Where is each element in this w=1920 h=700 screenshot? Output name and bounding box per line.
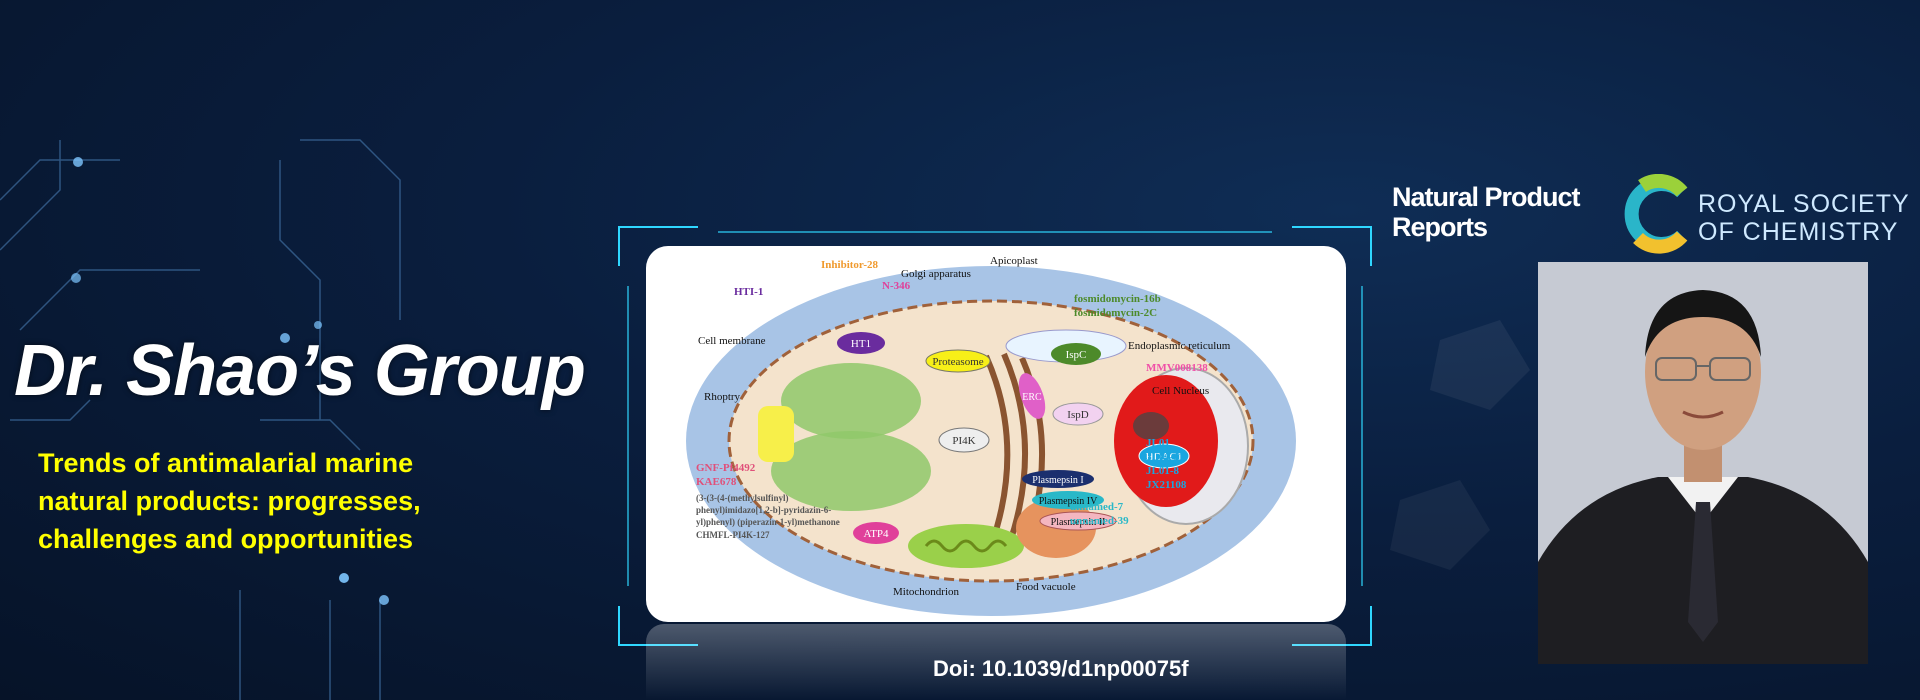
subtitle-line: Trends of antimalarial marine xyxy=(38,448,414,478)
target-label: Plasmepsin II xyxy=(1051,517,1106,528)
cell-diagram: HT1 Proteasome ERC IspC IspD PI4K HDAC1 … xyxy=(646,246,1346,622)
target-label: PI4K xyxy=(952,435,975,447)
hexagon-decoration xyxy=(1390,320,1530,570)
target-label: Plasmepsin I xyxy=(1032,475,1083,486)
compound-label: unnamed-39 xyxy=(1070,515,1129,527)
compound-label: KAE678 xyxy=(696,476,737,488)
compound-label: JX21108 xyxy=(1146,479,1187,491)
compound-label: JL01 xyxy=(1146,437,1170,449)
structure-label: Apicoplast xyxy=(990,255,1038,267)
compound-label: phenyl)imidazo[1,2-b]-pyridazin-6- xyxy=(696,505,831,515)
compound-label: fosmidomycin-16b xyxy=(1074,293,1161,305)
structure-label: Cell Nucleus xyxy=(1152,385,1209,397)
structure-label: Food vacuole xyxy=(1016,581,1076,593)
journal-line: Reports xyxy=(1392,212,1488,242)
structure-label: Rhoptry xyxy=(704,391,741,403)
figure-frame xyxy=(618,226,1372,646)
publisher-line: OF CHEMISTRY xyxy=(1698,218,1899,246)
compound-label: MMV008138 xyxy=(1146,362,1208,374)
compound-label: CHMFL-PI4K-127 xyxy=(696,530,770,540)
publisher-line: ROYAL SOCIETY xyxy=(1698,190,1910,218)
figure-reflection xyxy=(646,624,1346,700)
target-label: HDAC1 xyxy=(1146,451,1183,463)
compound-label: unnamed-7 xyxy=(1070,501,1124,513)
journal-name: Natural Product Reports xyxy=(1392,182,1581,242)
structure-label: Endoplasmic reticulum xyxy=(1128,340,1231,352)
portrait-image xyxy=(1538,262,1868,664)
structure-label: Golgi apparatus xyxy=(901,268,971,280)
target-label: IspC xyxy=(1066,349,1087,361)
publisher-name: ROYAL SOCIETY OF CHEMISTRY xyxy=(1698,190,1910,246)
compound-label: GNF-Pf4492 xyxy=(696,462,756,474)
rsc-logo-icon xyxy=(1624,174,1688,254)
subtitle-line: challenges and opportunities xyxy=(38,524,414,554)
target-label: HT1 xyxy=(851,338,871,350)
target-label: IspD xyxy=(1067,409,1088,421)
target-label: Proteasome xyxy=(932,356,983,368)
compound-label: JL01-11 xyxy=(1146,451,1184,463)
compound-label: HTI-1 xyxy=(734,286,763,298)
compound-label: yl)phenyl) (piperazin-1-yl)methanone xyxy=(696,517,840,527)
compound-label: Inhibitor-28 xyxy=(821,259,879,271)
doi-text: Doi: 10.1039/d1np00075f xyxy=(933,656,1189,681)
paper-subtitle: Trends of antimalarial marine natural pr… xyxy=(38,444,508,558)
target-label: Plasmepsin IV xyxy=(1039,496,1098,507)
circuit-decoration xyxy=(0,139,401,700)
subtitle-line: natural products: progresses, xyxy=(38,486,421,516)
compound-label: N-346 xyxy=(882,280,911,292)
compound-label: JL01-8 xyxy=(1146,465,1180,477)
journal-line: Natural Product xyxy=(1392,182,1581,212)
structure-label: Cell membrane xyxy=(698,335,766,347)
compound-label: (3-(3-(4-(methylsulfinyl) xyxy=(696,493,788,503)
target-label: ATP4 xyxy=(863,528,889,540)
page-title: Dr. Shao’s Group xyxy=(14,331,586,411)
target-label: ERC xyxy=(1022,392,1042,403)
compound-label: fosmidomycin-2C xyxy=(1074,307,1157,319)
structure-label: Mitochondrion xyxy=(893,586,959,598)
